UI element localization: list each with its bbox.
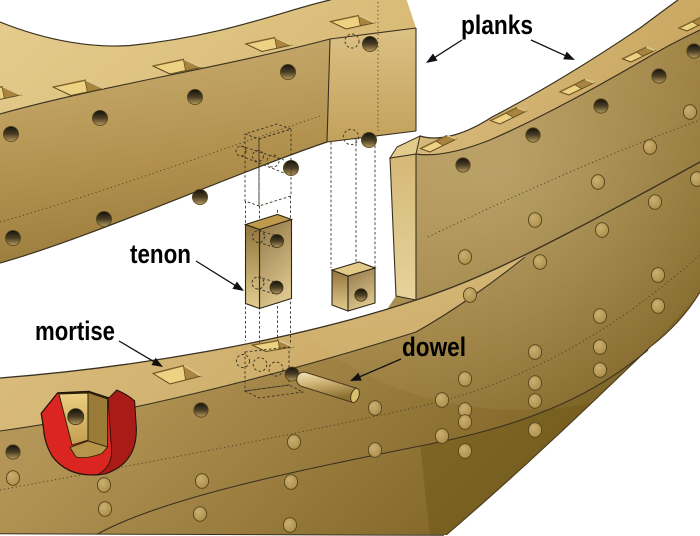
svg-text:dowel: dowel xyxy=(402,332,466,362)
svg-text:planks: planks xyxy=(461,10,533,40)
svg-text:tenon: tenon xyxy=(130,239,191,269)
svg-text:mortise: mortise xyxy=(35,316,115,346)
